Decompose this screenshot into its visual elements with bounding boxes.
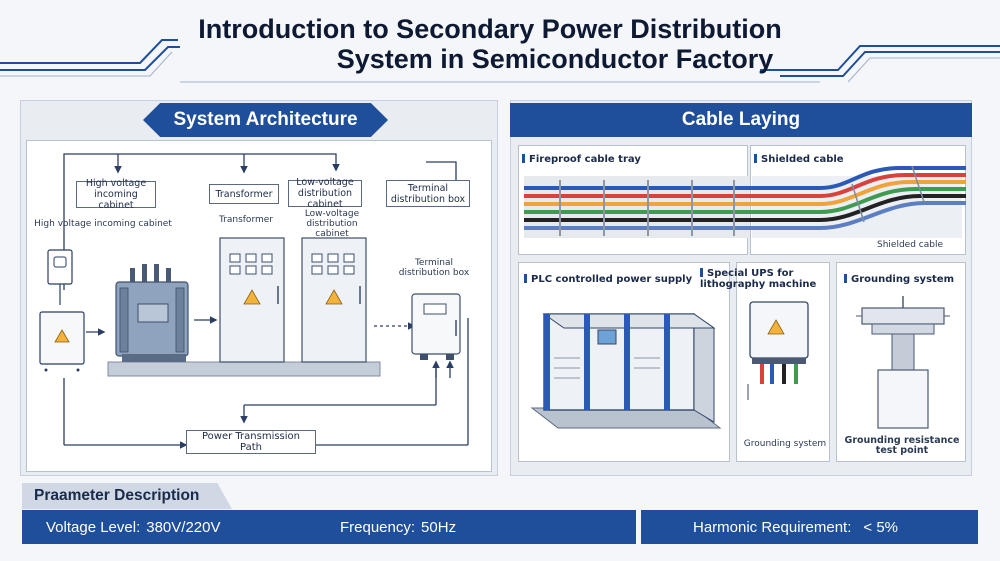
harmonic-item: Harmonic Requirement: < 5% [693,519,898,536]
hv-sub-label: High voltage incoming cabinet [34,219,172,229]
harmonic-label: Harmonic Requirement: [693,518,852,536]
transformer-box-label: Transformer [209,184,279,204]
terminal-sub-label: Terminal distribution box [398,258,470,278]
grounding-title: Grounding system [844,274,954,285]
system-architecture-heading: System Architecture [143,103,388,137]
plc-power-title: PLC controlled power supply [524,274,692,285]
lv-cabinet-box-label: Low-voltage distribution cabinet [288,177,362,210]
plc-cabinet-graphic [530,313,722,429]
parameter-heading: Praameter Description [22,483,232,509]
frequency-value: 50Hz [421,518,457,536]
lv-sub-label: Low-voltage distribution cabinet [304,209,360,239]
cable-laying-heading: Cable Laying [510,103,972,137]
terminal-box-label: Terminal distribution box [386,180,470,207]
title-block: Introduction to Secondary Power Distribu… [0,0,1000,92]
parameter-bar-harmonic: Harmonic Requirement: < 5% [641,510,978,544]
power-transmission-path-label: Power Transmission Path [186,430,316,454]
voltage-label: Voltage Level: [46,518,141,536]
grounding-test-caption: Grounding resistance test point [844,435,960,456]
transformer-sub-label: Transformer [218,215,273,225]
header-decoration [0,39,1000,83]
parameter-bar-main: Voltage Level: 380V/220V Frequency: 50Hz [22,510,636,544]
harmonic-value: < 5% [863,518,899,536]
shielded-cable-title: Shielded cable [754,154,844,165]
page-title-line1: Introduction to Secondary Power Distribu… [198,14,782,44]
architecture-diagram [39,153,469,449]
page-title-line2: System in Semiconductor Factory [336,44,774,74]
voltage-item: Voltage Level: 380V/220V [46,519,220,536]
hv-cabinet-box-label: High voltage incoming cabinet [76,178,156,211]
ups-caption: Grounding system [743,439,827,449]
shielded-cable-caption: Shielded cable [877,240,943,250]
frequency-item: Frequency: 50Hz [340,519,456,536]
fireproof-tray-title: Fireproof cable tray [522,154,641,165]
voltage-value: 380V/220V [146,518,221,536]
cable-tray-graphic [524,166,966,238]
grounding-graphic [856,296,950,429]
frequency-label: Frequency: [340,518,416,536]
ups-cabinet-graphic [747,301,809,400]
ups-title: Special UPS for lithography machine [700,268,817,290]
